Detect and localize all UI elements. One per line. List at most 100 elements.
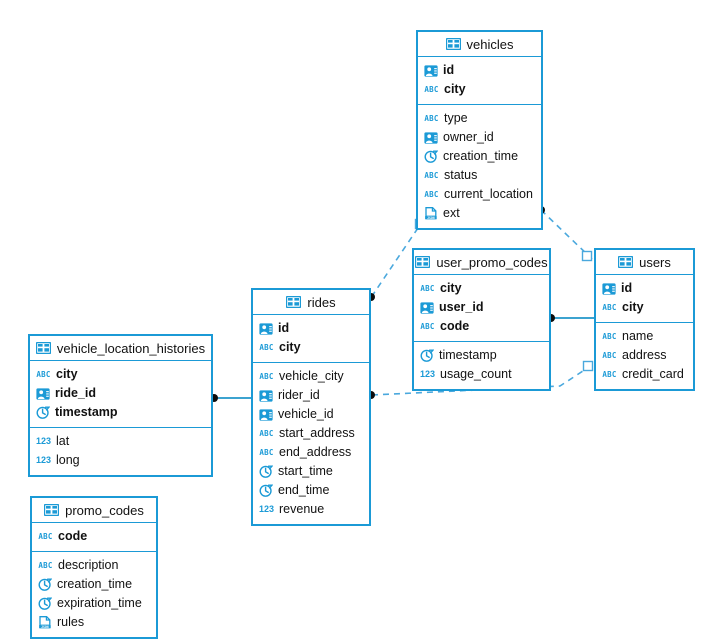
clock-icon [38,597,52,610]
field-label: lat [56,434,70,449]
entity-title: users [639,254,671,270]
column-field[interactable]: creation_time [418,147,541,166]
abc-icon: ABC [602,351,617,360]
field-label: ride_id [55,386,96,401]
edge-endpoint-square [581,250,593,262]
column-field[interactable]: ABC description [32,556,156,575]
field-label: revenue [279,502,325,517]
column-field[interactable]: expiration_time [32,594,156,613]
column-field[interactable]: end_time [253,481,369,500]
json-file-icon: JSON [424,207,438,220]
entity-header-users[interactable]: users [596,250,693,275]
field-label: rider_id [278,388,320,403]
abc-icon: ABC [38,561,53,570]
primary-key-field[interactable]: ride_id [30,384,211,403]
table-icon [415,256,431,268]
entity-title: rides [307,294,336,310]
edge-endpoint-square [582,360,594,372]
field-label: city [279,340,301,355]
entity-header-user_promo_codes[interactable]: user_promo_codes [414,250,549,275]
field-label: start_address [279,426,355,441]
abc-icon: ABC [259,343,274,352]
id-card-icon [259,408,273,421]
clock-icon [38,578,52,591]
svg-text:JSON: JSON [41,625,49,629]
column-field[interactable]: timestamp [414,346,549,365]
column-field[interactable]: JSON ext [418,204,541,223]
field-label: description [58,558,119,573]
primary-key-field[interactable]: id [253,319,369,338]
field-label: owner_id [443,130,494,145]
field-label: vehicle_city [279,369,344,384]
123-icon: 123 [258,504,275,514]
column-section: ABC description creation_time expiration_… [32,552,156,637]
column-field[interactable]: creation_time [32,575,156,594]
field-label: name [622,329,654,344]
abc-icon: ABC [424,114,439,123]
entity-header-vehicles[interactable]: vehicles [418,32,541,57]
clock-icon [259,484,273,497]
abc-icon: ABC [602,370,617,379]
123-icon: 123 [35,455,52,465]
column-field[interactable]: start_time [253,462,369,481]
entity-title: vehicles [466,36,514,52]
field-label: status [444,168,478,183]
abc-icon: ABC [259,372,274,381]
column-field[interactable]: vehicle_id [253,405,369,424]
primary-key-field[interactable]: id [596,279,693,298]
field-label: creation_time [443,149,519,164]
clock-icon [420,349,434,362]
column-field[interactable]: owner_id [418,128,541,147]
entity-header-vehicle_location_histories[interactable]: vehicle_location_histories [30,336,211,361]
field-label: city [440,281,462,296]
table-icon [35,342,51,354]
column-field[interactable]: ABC vehicle_city [253,367,369,386]
id-card-icon [424,64,438,77]
column-field[interactable]: 123 revenue [253,500,369,519]
primary-key-field[interactable]: timestamp [30,403,211,422]
relationship-vehicle-location-histories-to-rides[interactable] [210,394,251,402]
relationship-user-promo-codes-to-users[interactable] [547,314,594,322]
primary-key-field[interactable]: user_id [414,298,549,317]
primary-key-field[interactable]: id [418,61,541,80]
field-label: code [58,529,88,544]
abc-icon: ABC [420,322,435,331]
primary-key-field[interactable]: ABC city [253,338,369,357]
abc-icon: ABC [424,85,439,94]
column-field[interactable]: JSON rules [32,613,156,632]
id-card-icon [259,322,273,335]
column-field[interactable]: rider_id [253,386,369,405]
123-icon: 123 [419,369,436,379]
entity-header-rides[interactable]: rides [253,290,369,315]
entity-header-promo_codes[interactable]: promo_codes [32,498,156,523]
